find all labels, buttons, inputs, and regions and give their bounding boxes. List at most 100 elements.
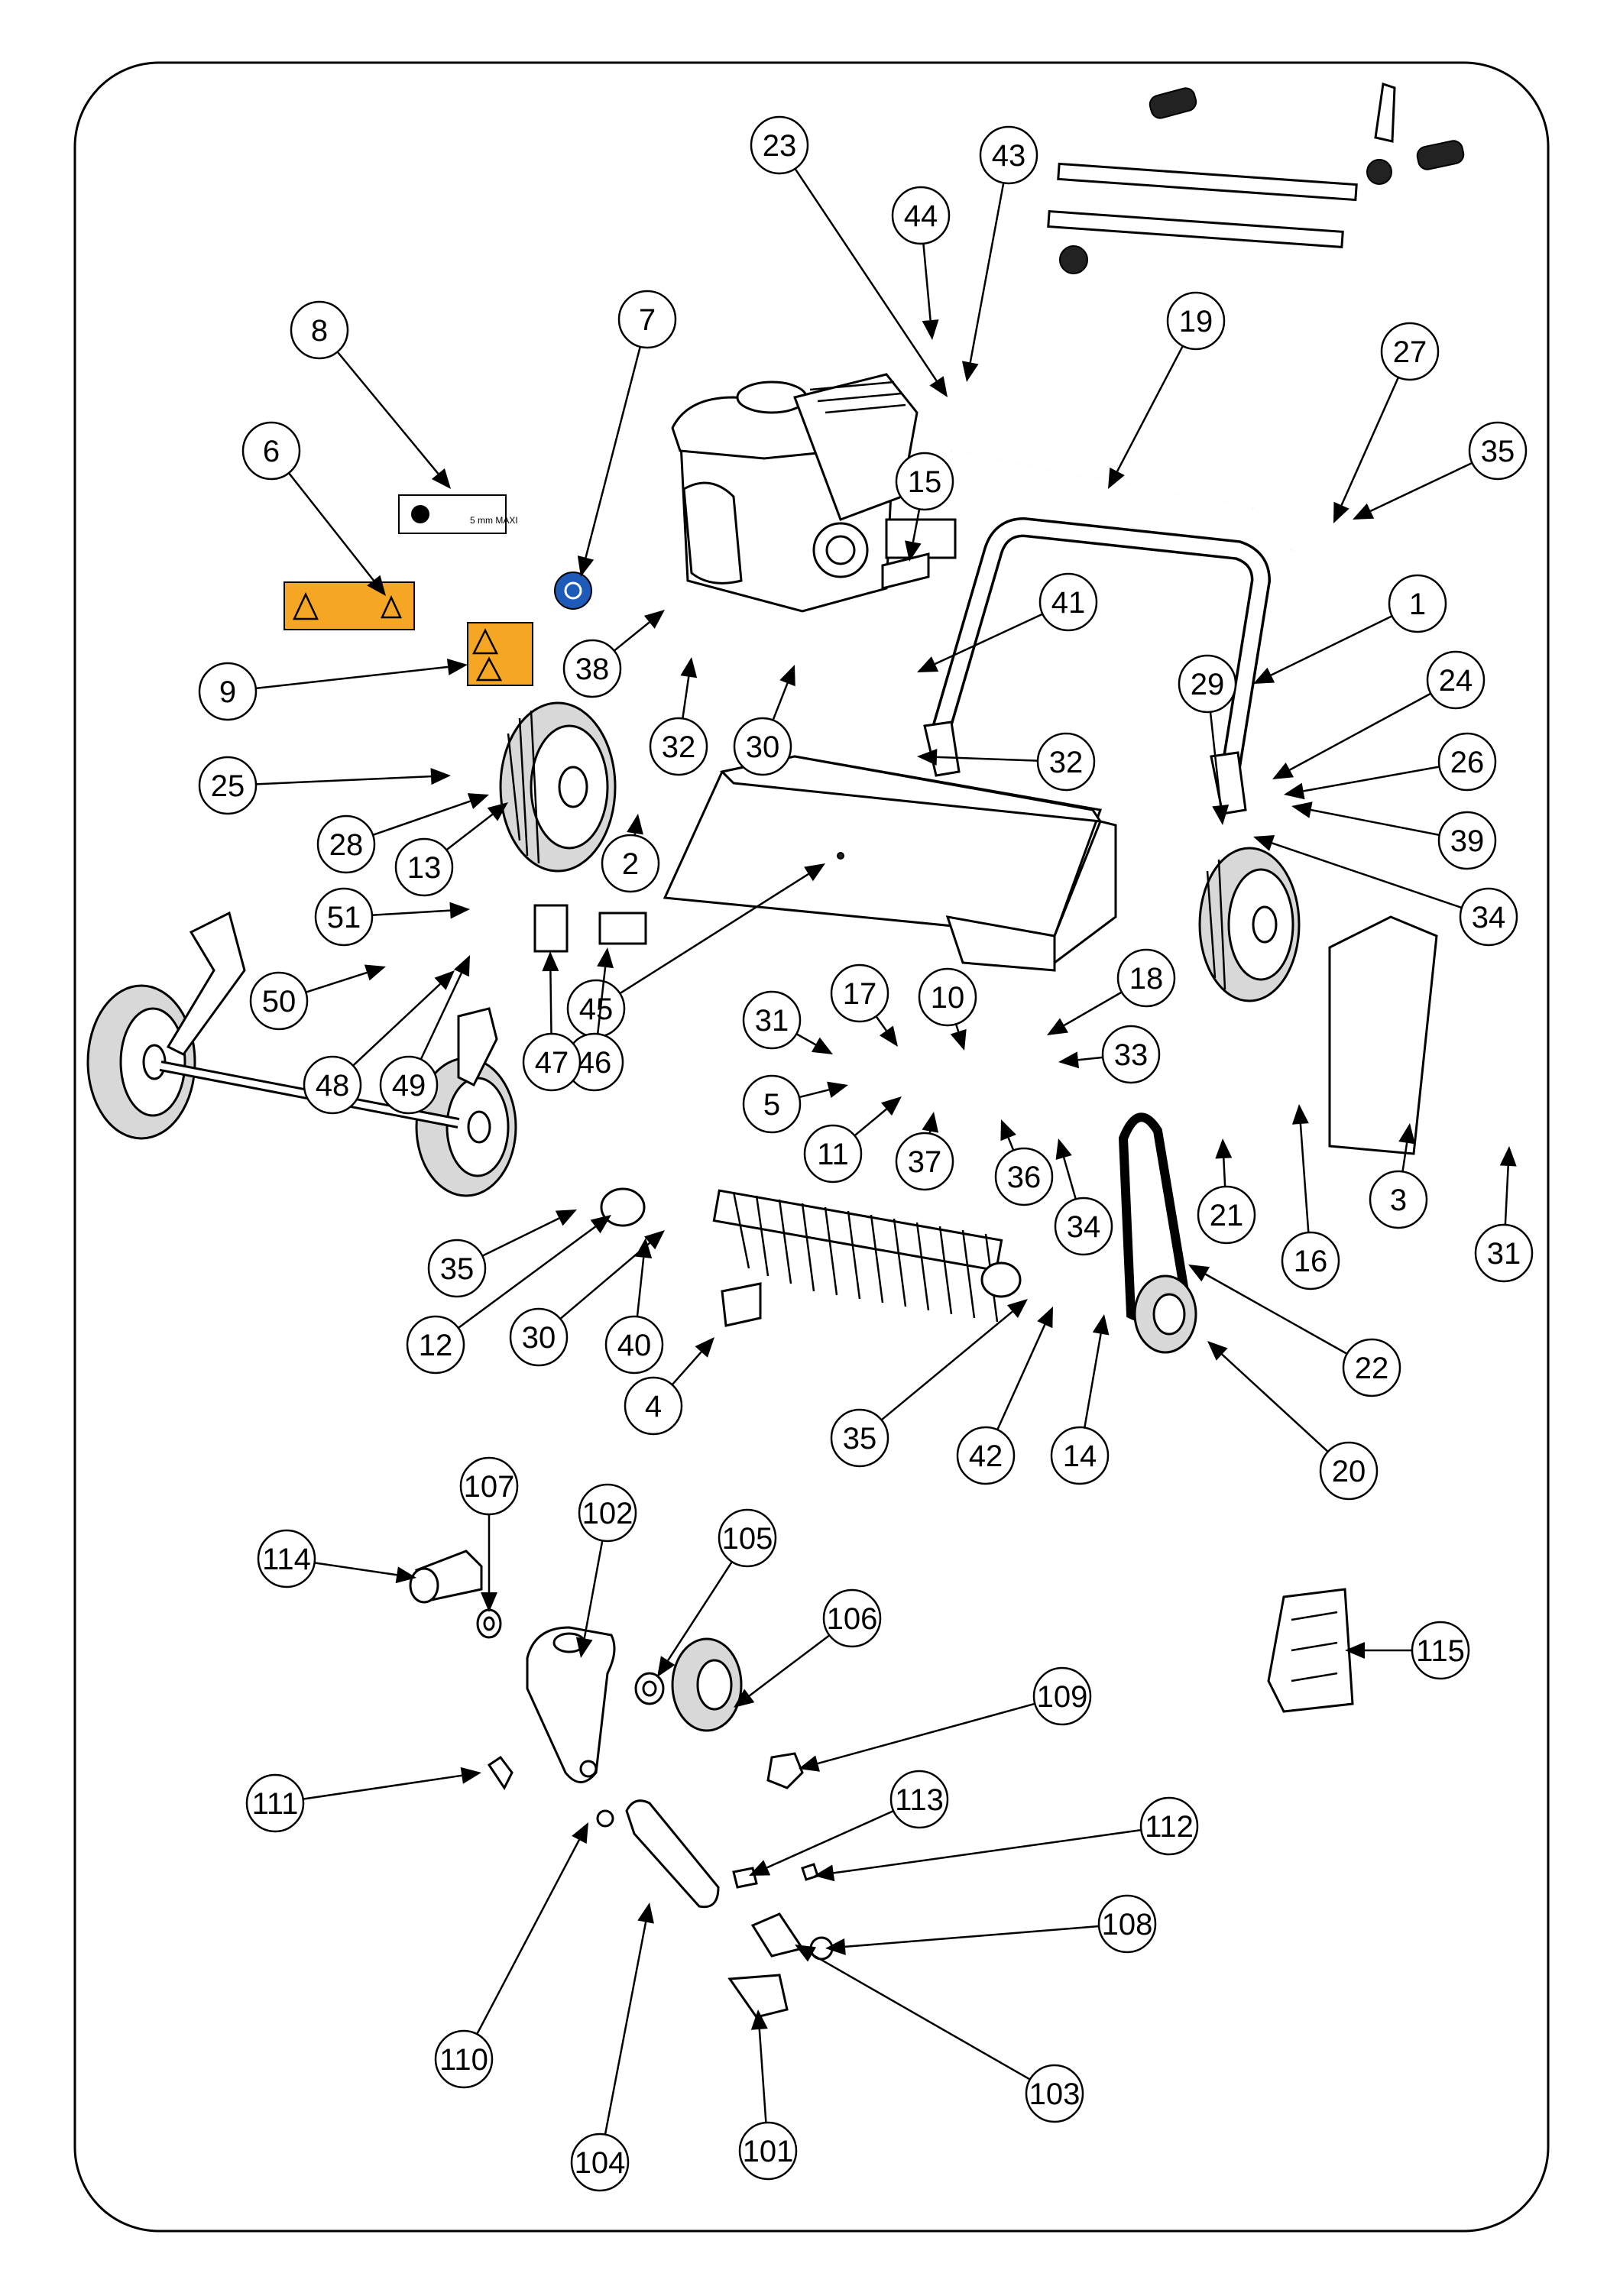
callout-label: 6 (263, 435, 280, 468)
callout-arrowhead (827, 1082, 848, 1098)
callout-leader (477, 1840, 579, 2034)
callout-arrowhead (364, 964, 386, 980)
callout-label: 108 (1102, 1908, 1153, 1941)
callout-leader (796, 1034, 815, 1044)
callout-label: 32 (1049, 746, 1084, 779)
callout-label: 22 (1355, 1352, 1389, 1385)
callout-arrowhead (1272, 763, 1294, 779)
callout-leader (876, 1016, 886, 1031)
callout-label: 39 (1450, 824, 1485, 858)
front-axle-assembly (88, 913, 516, 1196)
callout-label: 112 (1145, 1810, 1194, 1844)
callout-leader (773, 683, 788, 720)
callout-arrowhead (461, 1767, 481, 1784)
callout-leader (750, 1635, 830, 1695)
callout-leader (637, 1258, 643, 1316)
callout-label: 7 (639, 303, 656, 337)
callout-arrowhead (881, 1096, 902, 1116)
callout-label: 50 (262, 985, 296, 1018)
callout-label: 16 (1294, 1245, 1328, 1278)
callout-leader (956, 1024, 958, 1031)
callout-label: 107 (464, 1470, 515, 1504)
plate-4 (722, 1284, 760, 1326)
callout-leader (1304, 767, 1440, 792)
callout-leader (353, 984, 440, 1066)
callout-leader (854, 1109, 886, 1136)
callout-arrowhead (468, 793, 489, 809)
callout-label: 34 (1067, 1210, 1101, 1244)
callout-label: 14 (1063, 1439, 1097, 1473)
callout-arrowhead (1007, 1299, 1028, 1318)
callout-label: 21 (1210, 1199, 1244, 1232)
callout-label: 44 (904, 199, 938, 233)
callout-label: 51 (327, 901, 361, 934)
callout-label: 35 (843, 1422, 877, 1456)
callout-leader (1009, 1138, 1014, 1151)
callout-leader (760, 2029, 766, 2123)
callout-arrowhead (1291, 801, 1313, 818)
callout-leader (338, 352, 439, 474)
callout-label: 109 (1037, 1680, 1088, 1714)
callout-arrowhead (1093, 1314, 1110, 1335)
callout-leader (289, 473, 374, 581)
callout-leader (845, 1926, 1099, 1947)
callout-leader (550, 971, 551, 1034)
callout-arrowhead (432, 468, 451, 489)
callout-label: 5 (763, 1088, 780, 1122)
callout-arrowhead (627, 814, 643, 834)
belt-pulley (1123, 1117, 1196, 1352)
callout-arrowhead (812, 1038, 833, 1054)
plate-47 (535, 905, 567, 951)
callout-label: 110 (439, 2043, 488, 2077)
callout-arrowhead (1215, 1138, 1232, 1159)
decal-8: 5 mm MAXI (399, 495, 518, 533)
callout-leader (614, 622, 650, 650)
callout-arrowhead (922, 1112, 938, 1133)
callout-arrowhead (779, 665, 795, 686)
callout-arrowhead (1108, 468, 1125, 489)
callout-label: 8 (311, 314, 328, 348)
callout-arrowhead (591, 1215, 611, 1233)
belt-guard-3 (1330, 917, 1437, 1154)
callout-label: 37 (908, 1145, 942, 1179)
callout-label: 24 (1439, 664, 1473, 698)
deck-housing (665, 756, 1116, 970)
callout-leader (1370, 463, 1472, 511)
callout-label: 103 (1029, 2077, 1081, 2111)
callout-arrowhead (922, 319, 939, 340)
callout-leader (585, 347, 640, 558)
wheel-right (1200, 848, 1299, 1001)
callout-label: 18 (1129, 962, 1164, 996)
callout-label: 9 (219, 675, 236, 709)
callout-leader (1084, 1334, 1100, 1428)
callout-leader (1222, 1355, 1328, 1452)
callout-leader (1271, 616, 1392, 675)
callout-leader (373, 801, 470, 835)
callout-label: 49 (392, 1069, 426, 1103)
decal-7 (555, 572, 591, 609)
callout-leader (1223, 1158, 1225, 1187)
callout-label: 27 (1393, 335, 1427, 369)
callout-leader (585, 1540, 603, 1638)
callout-leader (682, 677, 688, 719)
adjuster-assembly (410, 1551, 1353, 2017)
callout-label: 17 (843, 977, 877, 1011)
callout-label: 31 (755, 1004, 789, 1038)
callout-arrowhead (481, 1592, 497, 1612)
callout-leader (605, 1922, 646, 2135)
callout-leader (834, 1830, 1142, 1873)
callout-label: 43 (992, 139, 1026, 173)
callout-leader (818, 1704, 1035, 1763)
callout-arrowhead (880, 1025, 898, 1047)
callout-label: 29 (1191, 668, 1225, 701)
callout-leader (482, 1218, 559, 1255)
callout-label: 33 (1114, 1038, 1149, 1072)
callout-label: 36 (1007, 1161, 1042, 1194)
callout-leader (1206, 1274, 1347, 1354)
callout-label: 46 (578, 1046, 612, 1080)
upper-handle (1028, 84, 1465, 550)
callout-arrowhead (597, 947, 614, 968)
callout-arrowhead (644, 610, 665, 629)
svg-text:5 mm MAXI: 5 mm MAXI (470, 515, 518, 526)
